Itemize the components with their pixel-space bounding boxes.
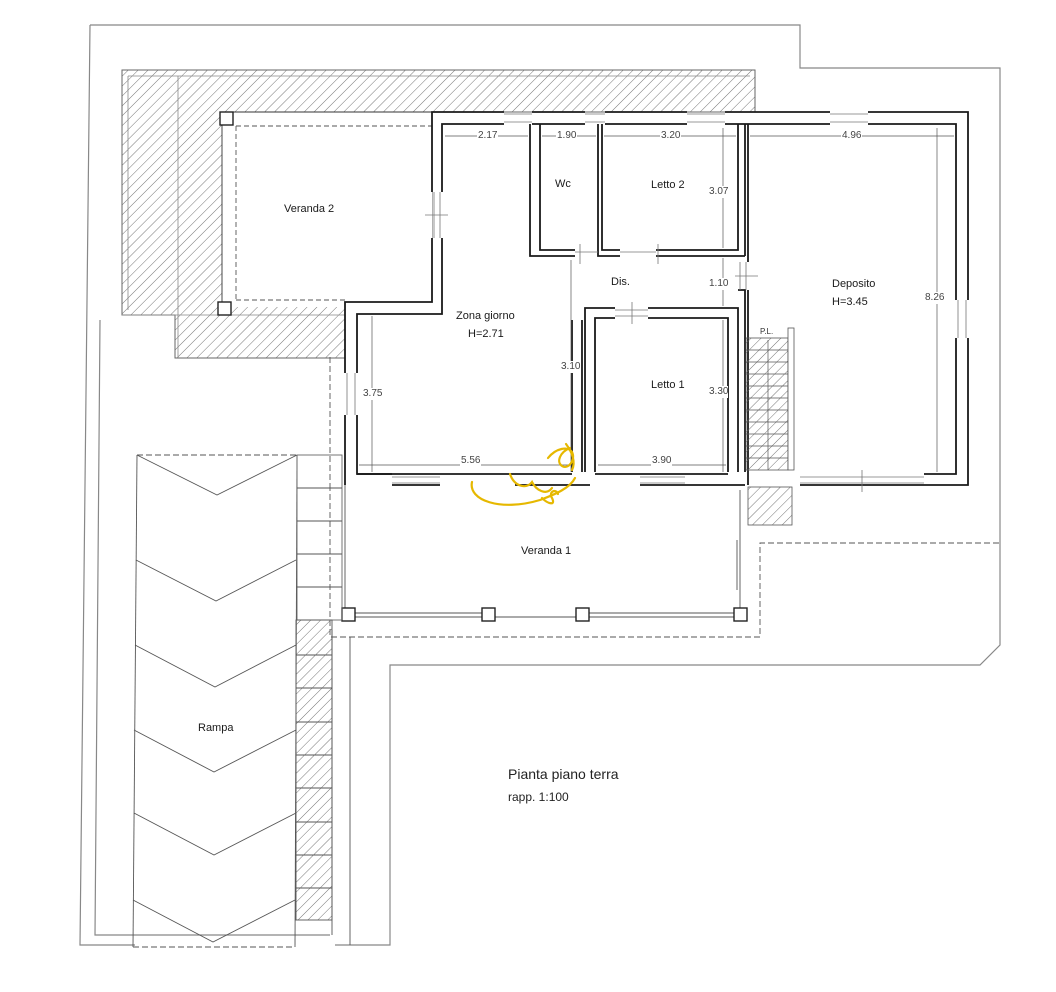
room-label-wc: Wc	[555, 178, 571, 190]
veranda-2	[217, 111, 432, 316]
room-label-letto-2: Letto 2	[651, 179, 685, 191]
room-height-deposito: H=3.45	[832, 296, 868, 308]
dimension-label: 3.20	[660, 130, 682, 141]
room-label-veranda-2: Veranda 2	[284, 203, 335, 215]
dimension-label: 3.75	[363, 388, 383, 400]
windows	[346, 113, 967, 492]
dimension-label: 3.30	[709, 386, 729, 398]
stair-label: P.L.	[760, 327, 774, 336]
room-label-veranda-1: Veranda 1	[521, 545, 572, 557]
dimension-label: 8.26	[925, 292, 945, 304]
dimension-label: 3.10	[561, 361, 581, 373]
handwritten-annotation	[470, 442, 577, 506]
dimension-label: 3.07	[709, 186, 729, 198]
site-boundary	[79, 24, 1001, 946]
room-label-deposito: Deposito	[832, 278, 876, 290]
dimension-label: 1.90	[556, 130, 578, 141]
veranda-1	[329, 357, 1000, 638]
drawing-scale: rapp. 1:100	[508, 790, 569, 804]
terrace-hatched	[121, 69, 756, 359]
dimension-label: 5.56	[460, 455, 482, 466]
drawing-title: Pianta piano terra	[508, 766, 619, 782]
building-walls	[344, 111, 969, 486]
room-label-zona-giorno: Zona giorno	[456, 310, 515, 322]
ramp	[132, 454, 351, 948]
room-label-rampa: Rampa	[198, 722, 234, 734]
room-height-zona-giorno: H=2.71	[468, 328, 504, 340]
dimension-label: 2.17	[477, 130, 499, 141]
dimension-label: 4.96	[841, 130, 863, 141]
room-label-letto-1: Letto 1	[651, 379, 685, 391]
stair-block	[745, 327, 795, 526]
room-label-dis: Dis.	[611, 276, 630, 288]
dimension-label: 1.10	[709, 278, 729, 290]
dimension-label: 3.90	[651, 455, 673, 466]
